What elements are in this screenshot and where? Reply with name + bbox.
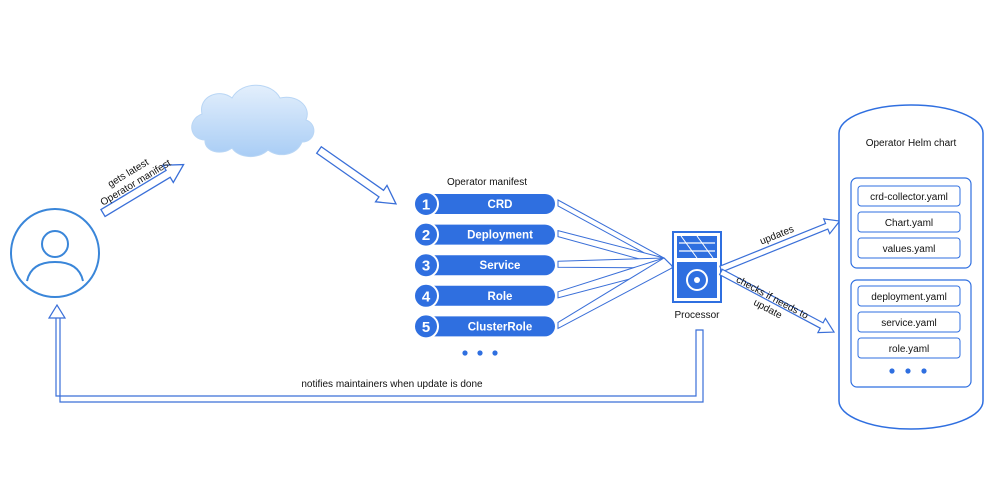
helm-file-label: values.yaml [883, 244, 936, 255]
processor-label: Processor [674, 310, 720, 321]
manifest-item: 3 Service [413, 252, 555, 279]
manifest-item-number: 2 [422, 227, 430, 244]
helm-group-resources [850, 279, 972, 388]
cloud-to-manifest-arrow [315, 145, 398, 205]
manifest-item-label: Role [488, 291, 513, 303]
gets-latest-arrow [100, 163, 185, 218]
manifest-item-label: Deployment [467, 230, 533, 242]
manifest-item: 1 CRD [413, 191, 555, 217]
manifest-title: Operator manifest [447, 177, 527, 188]
manifest-item-label: Service [480, 260, 521, 272]
manifest-item-pill [416, 316, 555, 337]
helm-file-box [857, 311, 961, 333]
manifest-item-pill [416, 194, 555, 214]
checks-arrow [718, 268, 836, 334]
manifest-item-badge [413, 221, 439, 248]
helm-more-dots [889, 368, 927, 374]
manifest-list: 1 CRD 2 Deployment 3 Service 4 Role 5 ClusterRole [413, 191, 555, 340]
manifest-item-number: 5 [422, 319, 430, 336]
helm-file-box [857, 285, 961, 307]
helm-file: values.yaml [857, 237, 961, 259]
helm-file-label: service.yaml [881, 318, 937, 329]
helm-file-label: Chart.yaml [885, 218, 933, 229]
manifest-item-pill [416, 255, 555, 276]
checks-label: checks if needs to update [728, 274, 812, 333]
manifest-item: 4 Role [413, 282, 555, 309]
manifest-item-badge [413, 252, 439, 279]
manifest-item-badge [413, 191, 439, 217]
manifest-item-badge [413, 282, 439, 309]
notify-arrow [47, 303, 704, 403]
updates-arrow [719, 218, 841, 273]
manifest-item-number: 4 [422, 288, 431, 305]
manifest-item-label: CRD [488, 199, 513, 211]
server-icon [672, 231, 722, 303]
manifest-more-dots [462, 350, 498, 356]
helm-file: deployment.yaml [857, 285, 961, 307]
helm-file-label: role.yaml [889, 344, 930, 355]
helm-file-box [857, 237, 961, 259]
manifest-item-label: ClusterRole [468, 321, 533, 333]
manifest-item: 2 Deployment [413, 221, 555, 248]
notify-label: notifies maintainers when update is done [301, 379, 483, 390]
manifest-item-pill [416, 285, 555, 306]
manifest-item-number: 1 [422, 197, 430, 214]
manifest-item-number: 3 [422, 258, 430, 275]
helm-file-box [857, 211, 961, 233]
helm-file: crd-collector.yaml [857, 185, 961, 207]
helm-file: Chart.yaml [857, 211, 961, 233]
helm-file: service.yaml [857, 311, 961, 333]
manifest-item: 5 ClusterRole [413, 313, 555, 340]
manifest-item-badge [413, 313, 439, 340]
helm-file-label: crd-collector.yaml [870, 192, 948, 203]
user-icon [10, 208, 100, 298]
helm-file-box [857, 185, 961, 207]
manifest-item-pill [416, 224, 555, 245]
helm-file-label: deployment.yaml [871, 292, 947, 303]
cloud-icon [191, 84, 315, 157]
helm-file-box [857, 337, 961, 359]
helm-chart-title: Operator Helm chart [866, 138, 957, 149]
manifest-to-processor-lines [557, 199, 673, 330]
helm-file: role.yaml [857, 337, 961, 359]
